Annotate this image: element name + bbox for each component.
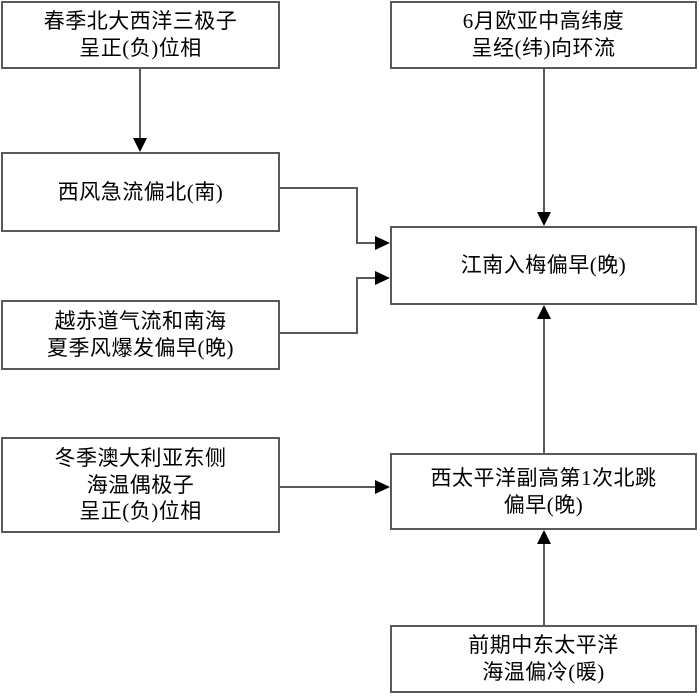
node-cross-equator-flow-scs-monsoon[interactable]: 越赤道气流和南海 夏季风爆发偏早(晚) [1, 300, 280, 370]
edge-eurasia-to-meiyu [537, 69, 551, 226]
edge-jet-to-meiyu-line [280, 187, 380, 244]
edge-australia-to-wpsh [280, 480, 390, 494]
edge-wpsh-to-meiyu-arrowhead-icon [537, 305, 551, 319]
node-winter-east-australia-sst-dipole[interactable]: 冬季澳大利亚东侧 海温偶极子 呈正(负)位相 [1, 437, 280, 533]
edge-pacific-sst-to-wpsh-arrowhead-icon [537, 530, 551, 544]
edge-pacific-sst-to-wpsh [537, 530, 551, 625]
edges-group [133, 69, 551, 625]
edge-wpsh-to-meiyu [537, 305, 551, 453]
node-westerly-jet-position[interactable]: 西风急流偏北(南) [1, 152, 280, 232]
edge-monsoon-to-meiyu-arrowhead-icon [375, 271, 390, 285]
node-wpsh-first-northward-jump[interactable]: 西太平洋副高第1次北跳 偏早(晚) [390, 453, 697, 530]
edge-monsoon-to-meiyu-line [280, 277, 380, 334]
node-spring-north-atlantic-triple[interactable]: 春季北大西洋三极子 呈正(负)位相 [1, 1, 280, 69]
edge-monsoon-to-meiyu [280, 271, 390, 334]
edge-atlantic-to-jet-arrowhead-icon [133, 138, 147, 152]
edge-australia-to-wpsh-arrowhead-icon [375, 480, 390, 494]
edge-eurasia-to-meiyu-arrowhead-icon [537, 212, 551, 226]
node-prior-central-east-pacific-sst[interactable]: 前期中东太平洋 海温偏冷(暖) [390, 625, 697, 693]
edge-jet-to-meiyu [280, 187, 390, 250]
edge-atlantic-to-jet [133, 69, 147, 152]
edge-jet-to-meiyu-arrowhead-icon [375, 236, 390, 250]
node-june-eurasia-midhigh-latitude[interactable]: 6月欧亚中高纬度 呈经(纬)向环流 [390, 1, 697, 69]
node-jiangnan-meiyu-onset[interactable]: 江南入梅偏早(晚) [390, 226, 697, 305]
